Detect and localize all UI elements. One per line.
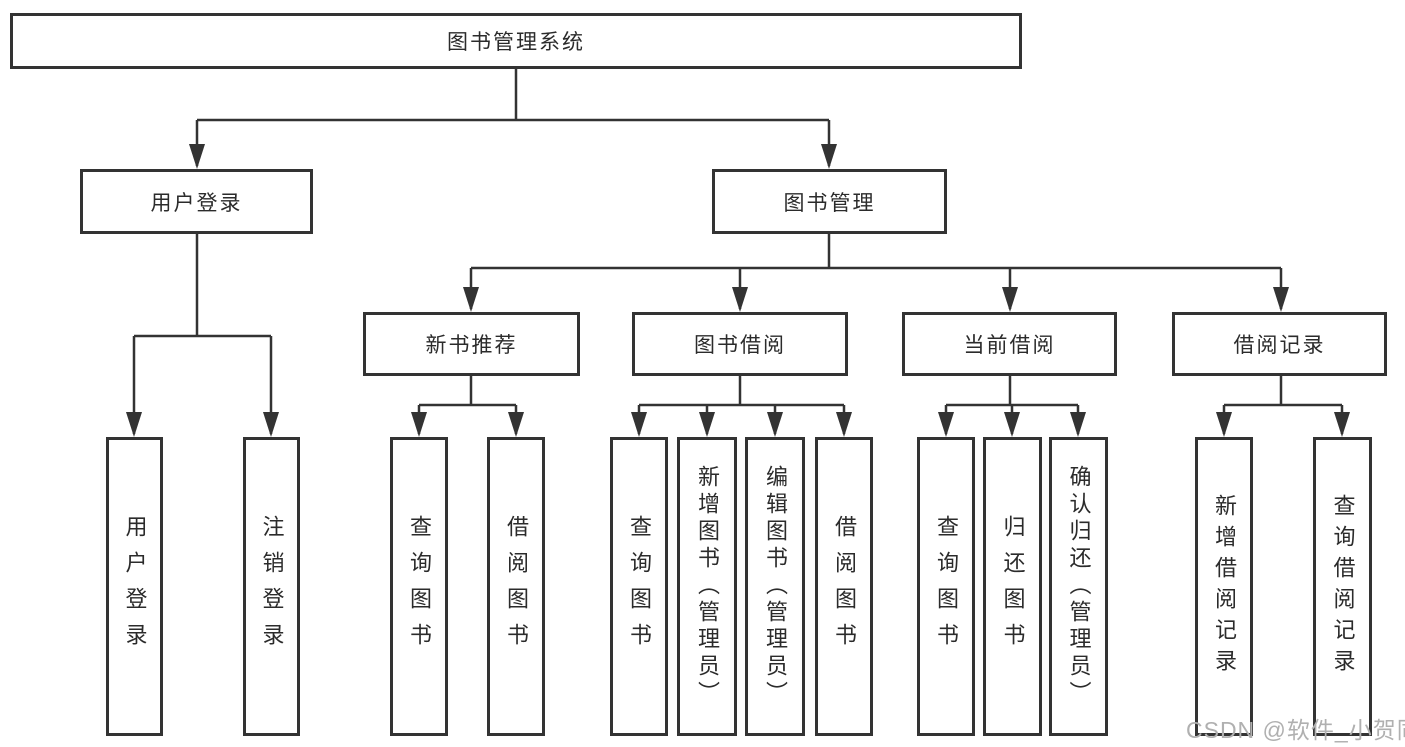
connector-borrow-records-children	[1222, 375, 1344, 434]
leaf-add-book-admin-label: 新增图书（管理员）	[695, 465, 720, 708]
node-borrow-records: 借阅记录	[1172, 312, 1387, 376]
connector-root-to-level2	[195, 68, 831, 166]
leaf-return-book: 归还图书	[983, 437, 1042, 736]
leaf-confirm-return-admin-label: 确认归还（管理员）	[1066, 465, 1092, 708]
node-user-login: 用户登录	[80, 169, 313, 234]
connector-user-login-children	[132, 233, 273, 434]
leaf-return-book-label: 归还图书	[1000, 514, 1026, 659]
leaf-borrow-book-new-label: 借阅图书	[504, 514, 529, 659]
leaf-logout-login-label: 注销登录	[259, 514, 285, 659]
leaf-query-book-new-label: 查询图书	[407, 514, 432, 659]
node-borrow-records-label: 借阅记录	[1233, 334, 1326, 357]
node-new-books: 新书推荐	[363, 312, 580, 376]
node-current-borrow: 当前借阅	[902, 312, 1117, 376]
leaf-query-book-new: 查询图书	[390, 437, 448, 736]
leaf-query-book-current-label: 查询图书	[934, 514, 959, 659]
leaf-query-borrow-record: 查询借阅记录	[1313, 437, 1372, 736]
leaf-confirm-return-admin: 确认归还（管理员）	[1049, 437, 1108, 736]
node-book-borrow-label: 图书借阅	[694, 334, 786, 357]
connector-book-borrow-children	[637, 375, 846, 434]
leaf-add-borrow-record-label: 新增借阅记录	[1212, 493, 1237, 680]
leaf-add-book-admin: 新增图书（管理员）	[677, 437, 737, 736]
leaf-user-login-label: 用户登录	[122, 514, 148, 659]
arrowheads	[126, 144, 1350, 437]
leaf-query-borrow-record-label: 查询借阅记录	[1330, 493, 1356, 680]
leaf-borrow-book-borrow: 借阅图书	[815, 437, 873, 736]
connector-new-books-children	[417, 375, 518, 434]
leaf-user-login: 用户登录	[106, 437, 163, 736]
node-current-borrow-label: 当前借阅	[963, 334, 1056, 357]
node-root-label: 图书管理系统	[447, 31, 585, 54]
node-user-login-label: 用户登录	[150, 191, 243, 215]
leaf-query-book-borrow-label: 查询图书	[627, 514, 652, 659]
node-new-books-label: 新书推荐	[425, 334, 518, 357]
node-book-borrow: 图书借阅	[632, 312, 848, 376]
watermark: CSDN @软件_小贺同学	[1186, 717, 1405, 743]
node-book-mgmt-label: 图书管理	[783, 191, 876, 215]
leaf-edit-book-admin: 编辑图书（管理员）	[745, 437, 805, 736]
node-root: 图书管理系统	[10, 13, 1022, 69]
leaf-query-book-borrow: 查询图书	[610, 437, 668, 736]
leaf-query-book-current: 查询图书	[917, 437, 975, 736]
leaf-borrow-book-new: 借阅图书	[487, 437, 545, 736]
leaf-add-borrow-record: 新增借阅记录	[1195, 437, 1253, 736]
node-book-mgmt: 图书管理	[712, 169, 947, 234]
connector-book-mgmt-children	[469, 233, 1283, 309]
leaf-borrow-book-borrow-label: 借阅图书	[832, 514, 857, 659]
leaf-edit-book-admin-label: 编辑图书（管理员）	[763, 465, 788, 708]
leaf-logout-login: 注销登录	[243, 437, 300, 736]
